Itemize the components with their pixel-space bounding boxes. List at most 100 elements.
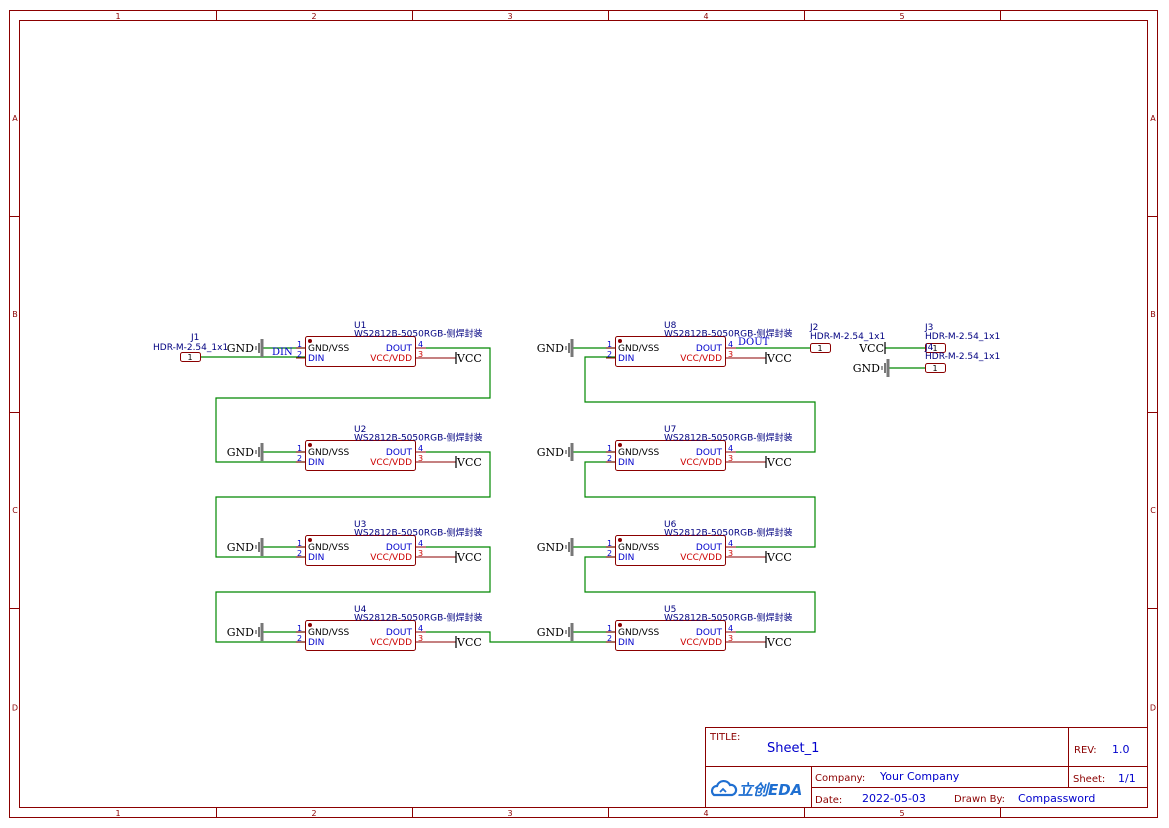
row-marker: C	[12, 506, 18, 515]
pin-name: VCC/VDD	[370, 638, 412, 648]
pin-name: GND/VSS	[618, 543, 660, 553]
header-body	[810, 343, 831, 353]
row-marker: B	[12, 310, 18, 319]
gnd-symbol: GND	[227, 538, 264, 556]
logo-text: 立创EDA	[738, 781, 802, 799]
pin-name: GND/VSS	[618, 344, 660, 354]
pin-number: 4	[418, 539, 423, 548]
gnd-symbol: GND	[227, 443, 264, 461]
pin-number: 3	[728, 454, 733, 463]
pin-name: VCC/VDD	[680, 638, 722, 648]
column-marker: 5	[899, 809, 904, 818]
pin-name: DOUT	[386, 628, 413, 638]
pin-number: 1	[607, 539, 612, 548]
pin-name: DIN	[618, 638, 634, 648]
gnd-symbol-label: GND	[537, 626, 564, 639]
header-pin-number: 1	[817, 344, 822, 353]
title-block-frame	[705, 727, 1148, 808]
date-label: Date:	[815, 795, 842, 806]
pin-name: DOUT	[696, 628, 723, 638]
pin-number: 2	[607, 454, 612, 463]
pin-number: 1	[607, 444, 612, 453]
gnd-symbol: GND	[537, 623, 574, 641]
gnd-symbol: GND	[537, 538, 574, 556]
pin-number: 2	[297, 350, 302, 359]
vcc-symbol-label: VCC	[456, 551, 482, 564]
header-pin-number: 1	[932, 344, 937, 353]
wire	[215, 347, 491, 463]
component-value: WS2812B-5050RGB-侧焊封装	[664, 432, 793, 444]
component-ref: U6	[664, 520, 677, 530]
pin-number: 4	[418, 624, 423, 633]
gnd-symbol: GND	[537, 443, 574, 461]
pin-number: 1	[297, 624, 302, 633]
date-value: 2022-05-03	[862, 792, 926, 805]
pin-name: DOUT	[386, 344, 413, 354]
pin-number: 2	[297, 549, 302, 558]
pin-number: 4	[728, 340, 733, 349]
pin-name: DOUT	[696, 543, 723, 553]
pin-number: 1	[297, 444, 302, 453]
component-value: HDR-M-2.54_1x1	[810, 332, 885, 342]
pin-name: VCC/VDD	[370, 354, 412, 364]
component-ref: J3	[924, 323, 933, 333]
gnd-symbol-label: GND	[853, 362, 880, 375]
gnd-symbol-label: GND	[227, 446, 254, 459]
eda-logo: 立创EDA	[710, 779, 802, 799]
wire	[584, 356, 816, 453]
row-marker: C	[1150, 506, 1156, 515]
ic-body	[305, 535, 416, 566]
inner-border	[19, 20, 1148, 808]
sheet-title: Sheet_1	[767, 741, 819, 756]
pin-number: 3	[418, 454, 423, 463]
vcc-symbol-label: VCC	[456, 636, 482, 649]
ic-body	[615, 535, 726, 566]
column-marker: 5	[899, 12, 904, 21]
gnd-symbol: GND	[853, 359, 890, 377]
company-value: Your Company	[879, 770, 960, 783]
pin-name: GND/VSS	[308, 344, 350, 354]
column-marker: 4	[703, 12, 708, 21]
vcc-symbol-label: VCC	[766, 352, 792, 365]
header-body	[180, 352, 201, 362]
led-ws2812b: U1WS2812B-5050RGB-侧焊封装12GND/VSSDIN43DOUT…	[296, 321, 483, 367]
pin-name: VCC/VDD	[370, 553, 412, 563]
gnd-symbol-label: GND	[537, 446, 564, 459]
row-marker: D	[1150, 704, 1156, 713]
header-body	[925, 363, 946, 373]
pin-number: 2	[607, 350, 612, 359]
vcc-symbol-label: VCC	[858, 342, 884, 355]
company-label: Company:	[815, 773, 865, 784]
ic-body	[615, 336, 726, 367]
wire	[215, 451, 491, 558]
pin-name: GND/VSS	[618, 448, 660, 458]
pin1-dot	[618, 623, 622, 627]
component-ref: U7	[664, 425, 676, 435]
pin-name: VCC/VDD	[680, 354, 722, 364]
pin-name: DIN	[308, 553, 324, 563]
pin-number: 1	[297, 340, 302, 349]
outer-border	[9, 10, 1158, 818]
component-ref: U5	[664, 605, 676, 615]
pin-name: DIN	[618, 458, 634, 468]
pin1-dot	[308, 443, 312, 447]
row-marker: D	[12, 704, 18, 713]
gnd-symbol-label: GND	[227, 541, 254, 554]
wire	[584, 461, 816, 548]
column-marker: 4	[703, 809, 708, 818]
pin-number: 2	[297, 454, 302, 463]
vcc-symbol-label: VCC	[766, 551, 792, 564]
column-marker: 2	[311, 12, 316, 21]
ic-body	[615, 620, 726, 651]
column-marker: 3	[507, 809, 512, 818]
led-ws2812b: U5WS2812B-5050RGB-侧焊封装12GND/VSSDIN43DOUT…	[606, 605, 793, 651]
drawn-by-value: Compassword	[1018, 792, 1095, 805]
vcc-symbol-label: VCC	[766, 456, 792, 469]
component-value: HDR-M-2.54_1x1	[925, 352, 1000, 362]
gnd-symbol-label: GND	[537, 541, 564, 554]
component-ref: J1	[190, 333, 199, 343]
